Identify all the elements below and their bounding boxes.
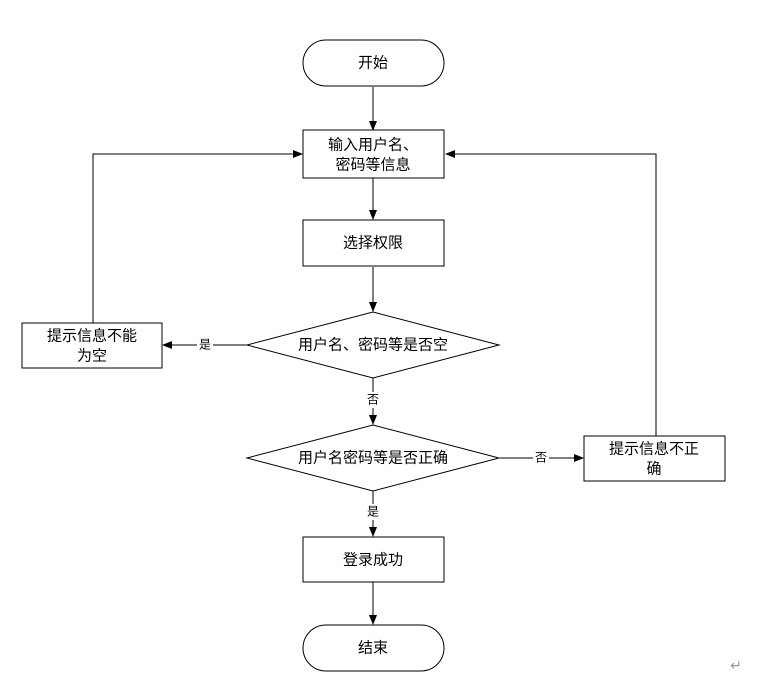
edge-empty-msg-back-to-input [92,150,303,323]
node-invalid-msg: 提示信息不正 确 [583,435,726,482]
node-input-label-line2: 密码等信息 [335,156,410,174]
node-check-empty: 用户名、密码等是否空 [245,311,501,379]
edge-label-valid-yes: 是 [365,504,381,520]
node-end-label: 结束 [358,639,388,657]
edge-label-empty-yes: 是 [197,337,213,353]
node-empty-msg: 提示信息不能 为空 [21,322,163,369]
paragraph-mark-icon: ↵ [730,658,742,674]
node-input: 输入用户名、 密码等信息 [302,129,445,179]
node-start-label: 开始 [358,54,388,72]
node-invalid-msg-label-line1: 提示信息不正 [609,440,699,458]
edge-label-valid-yes-text: 是 [367,505,379,519]
node-check-empty-label: 用户名、密码等是否空 [298,336,448,354]
node-empty-msg-label-line1: 提示信息不能 [47,327,137,345]
node-select-role-label: 选择权限 [343,234,403,252]
edge-label-empty-no-text: 否 [367,393,379,407]
node-end: 结束 [302,624,445,672]
node-check-valid: 用户名密码等是否正确 [245,424,501,492]
edge-label-valid-no-text: 否 [535,451,547,465]
edge-label-empty-no: 否 [365,392,381,408]
node-check-valid-label: 用户名密码等是否正确 [298,449,448,467]
node-input-label-line1: 输入用户名、 [328,136,418,154]
edge-label-valid-no: 否 [533,450,549,466]
node-invalid-msg-label-line2: 确 [646,460,661,478]
node-success-label: 登录成功 [343,551,403,569]
node-empty-msg-label-line2: 为空 [77,347,107,365]
node-start: 开始 [302,39,445,87]
edge-invalid-msg-back-to-input [445,150,657,436]
edge-label-empty-yes-text: 是 [199,338,211,352]
node-select-role: 选择权限 [302,219,445,267]
node-success: 登录成功 [302,536,445,583]
